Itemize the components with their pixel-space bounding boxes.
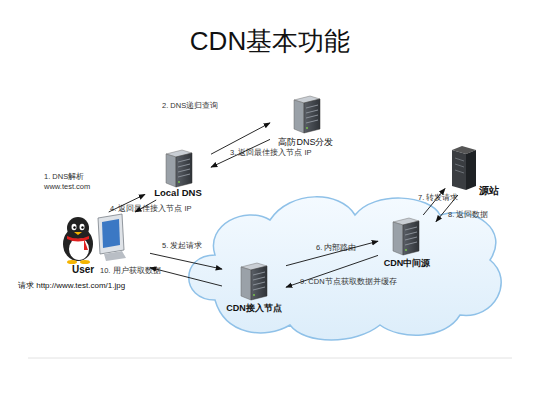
penguin-scarf	[67, 236, 89, 242]
footer-rule	[28, 358, 512, 359]
penguin-body	[63, 227, 93, 261]
request-note: 请求 http://www.test.com/1.jpg	[18, 280, 125, 291]
server-node: Local DNS	[145, 148, 211, 200]
step-label: 10. 用户获取数据	[100, 266, 161, 276]
node-label: 源站	[479, 184, 499, 198]
tower-side	[452, 150, 466, 190]
monitor-stand	[104, 251, 126, 261]
tower-slots	[455, 158, 464, 173]
diagram-title: CDN基本功能	[0, 24, 540, 59]
flow-arrow	[211, 123, 270, 154]
user-illustration	[63, 214, 126, 264]
flow-arrow	[135, 200, 156, 212]
node-label: CDN接入节点	[202, 302, 306, 315]
server-node: User 请求 http://www.test.com/1.jpg	[15, 212, 150, 294]
penguin-eye	[80, 224, 85, 230]
penguin-eye	[72, 224, 77, 230]
penguin-pupil	[73, 226, 75, 228]
flow-arrow	[286, 255, 378, 287]
step-label: 4. 返回最佳接入节点 IP	[110, 204, 192, 214]
penguin-head	[67, 217, 89, 239]
flow-arrow	[150, 268, 222, 286]
monitor-case	[98, 214, 124, 254]
origin-server-icon	[452, 146, 476, 190]
server-node: CDN接入节点	[222, 260, 286, 316]
step-label: 6. 内部路由	[316, 243, 356, 253]
server-node: 高防DNS分发	[270, 93, 342, 151]
server-icon	[393, 218, 419, 255]
server-node: 源站	[445, 143, 505, 195]
step-label: 9. CDN节点获取数据并缓存	[300, 277, 397, 287]
step-label: 1. DNS解析 www.test.com	[44, 172, 102, 192]
flow-arrow	[286, 241, 378, 266]
step-label: 8. 返回数据	[448, 210, 488, 220]
cdn-cloud	[189, 197, 501, 340]
node-label: CDN中间源	[358, 257, 456, 270]
flow-arrow	[423, 189, 445, 216]
flow-arrow	[436, 195, 458, 222]
penguin-scarf-tail	[84, 239, 88, 250]
tower-front	[466, 150, 476, 190]
penguin-foot	[80, 260, 90, 264]
server-icon	[241, 263, 267, 300]
penguin-pupil	[81, 226, 83, 228]
server-icon	[294, 96, 320, 133]
node-label: 高防DNS分发	[250, 136, 362, 149]
monitor-screen	[102, 219, 120, 248]
server-node: CDN中间源	[378, 215, 436, 271]
penguin-foot	[67, 260, 77, 264]
flow-arrow	[109, 194, 145, 212]
penguin-beak	[74, 232, 82, 235]
flow-arrow	[211, 139, 270, 167]
step-label: 5. 发起请求	[162, 241, 202, 251]
step-label: 3. 返回最佳接入节点 IP	[230, 148, 312, 158]
server-icon	[166, 150, 192, 187]
node-label: Local DNS	[125, 187, 231, 198]
node-label: User	[72, 264, 94, 275]
step-label: 7. 转发请求	[418, 193, 458, 203]
step-label: 2. DNS递归查询	[162, 101, 218, 111]
flow-arrow	[150, 253, 222, 269]
